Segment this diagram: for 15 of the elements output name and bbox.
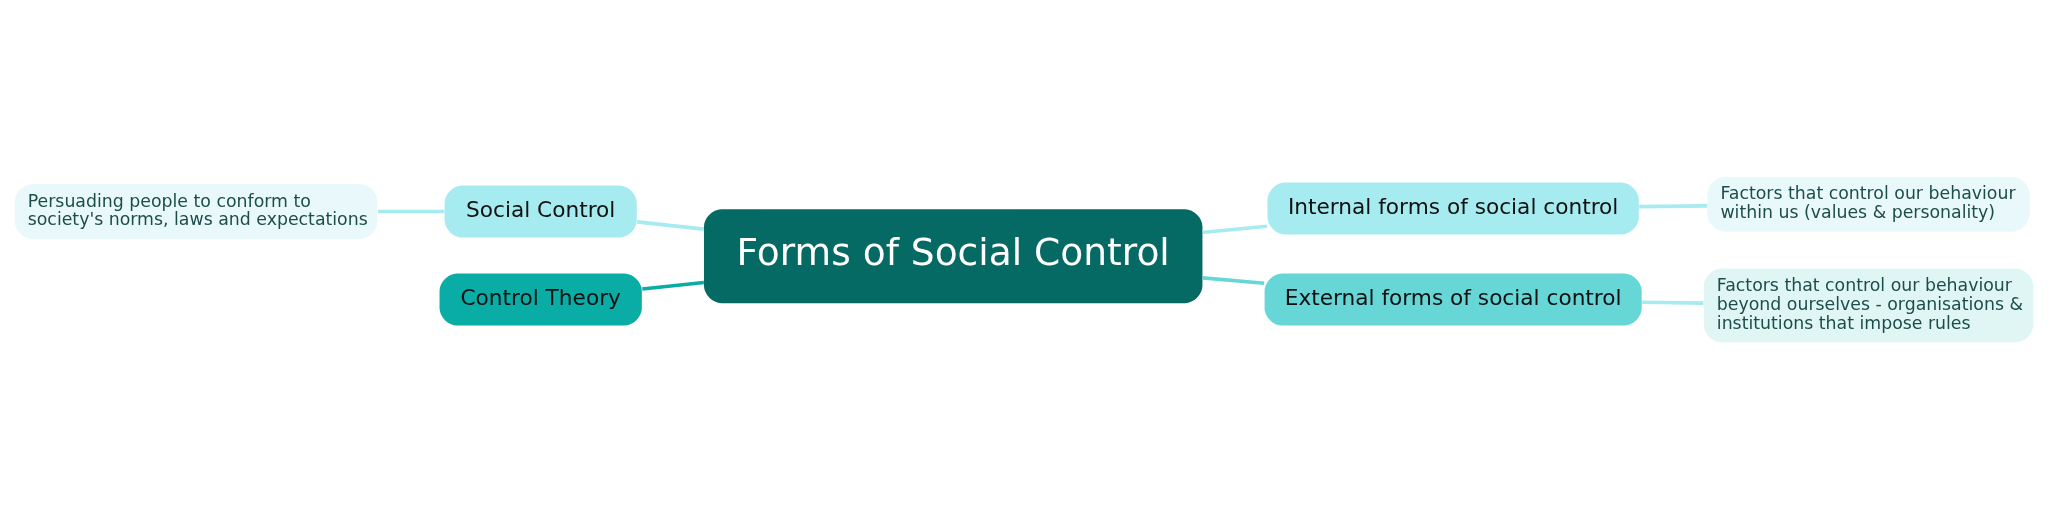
node-box: Forms of Social Control: [703, 209, 1203, 304]
connector: [1642, 300, 1704, 305]
connector: [636, 220, 704, 231]
connector: [642, 280, 705, 291]
node-box: Factors that control our behaviour within us (values & personality): [1707, 176, 2030, 232]
connector: [1639, 204, 1708, 209]
connector: [377, 209, 445, 214]
node-box: Control Theory: [439, 273, 642, 326]
node-box: Factors that control our behaviour beyond ourselves - organisations & institutions that impose rules: [1703, 268, 2034, 343]
connector: [1202, 224, 1268, 235]
node-box: Internal forms of social control: [1267, 182, 1639, 235]
connector: [1202, 276, 1265, 286]
node-box: Social Control: [444, 185, 637, 238]
node-box: External forms of social control: [1264, 273, 1642, 326]
node-box: Persuading people to conform to society's norms, laws and expectations: [14, 184, 378, 239]
